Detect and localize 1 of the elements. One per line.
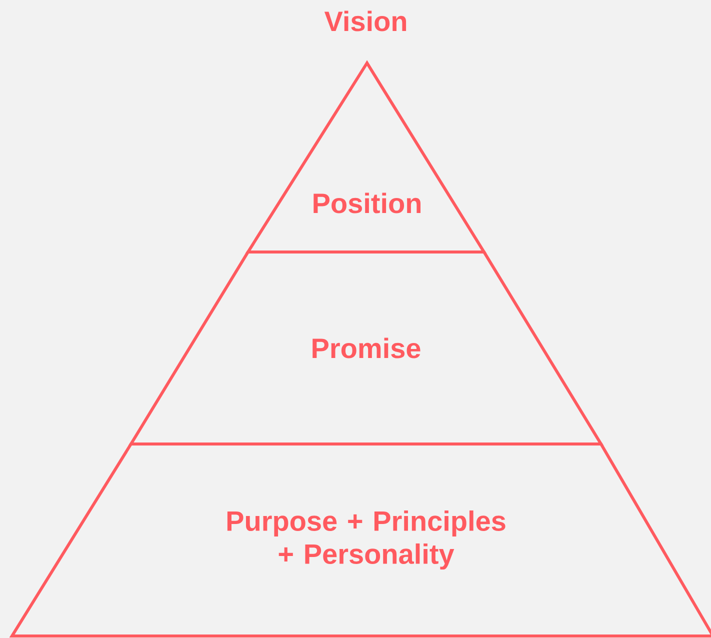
apex-label: Vision <box>324 10 406 32</box>
